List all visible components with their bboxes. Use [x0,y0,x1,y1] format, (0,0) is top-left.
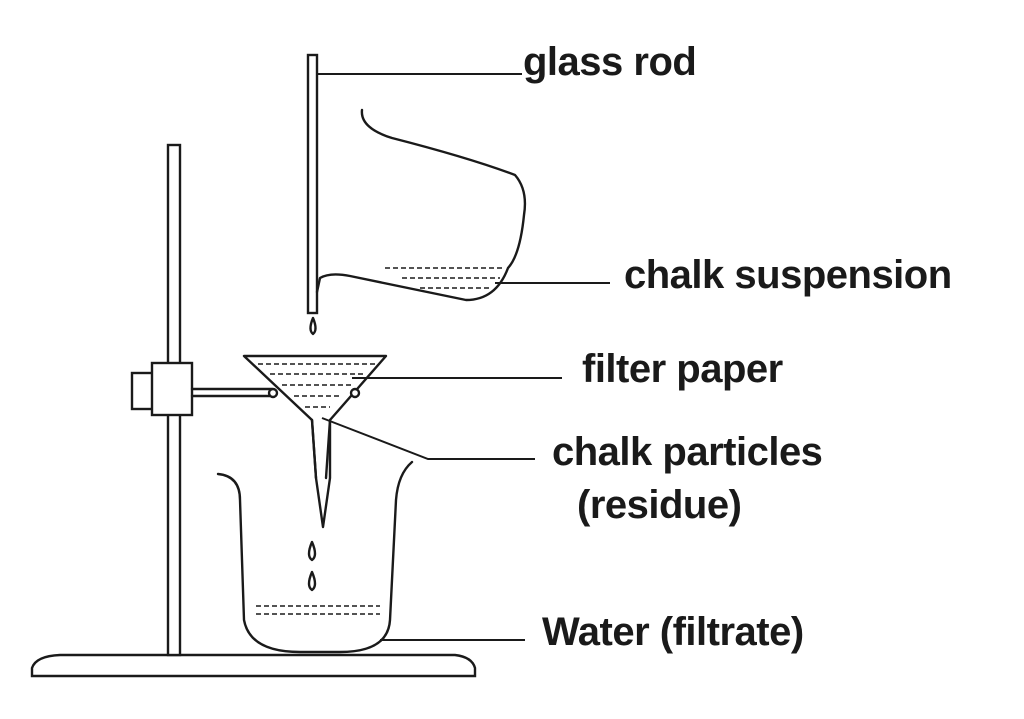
label-chalk-particles: chalk particles [552,430,822,474]
label-chalk-suspension: chalk suspension [624,253,952,297]
leader-chalk-particles [321,417,535,460]
clamp [130,361,274,417]
stand-base [30,653,477,678]
drop [309,316,317,336]
drop [307,570,317,592]
glass-rod-shape [306,53,319,315]
drop [307,540,317,562]
label-water-filtrate: Water (filtrate) [542,610,804,654]
pouring-beaker [315,108,527,302]
suspension-liquid [385,267,505,289]
filter-paper-cone [258,363,376,408]
label-residue: (residue) [577,483,741,527]
filtrate-liquid [256,605,380,615]
collecting-beaker [216,460,414,654]
label-filter-paper: filter paper [582,347,783,391]
label-glass-rod: glass rod [523,40,696,84]
funnel [242,354,388,529]
